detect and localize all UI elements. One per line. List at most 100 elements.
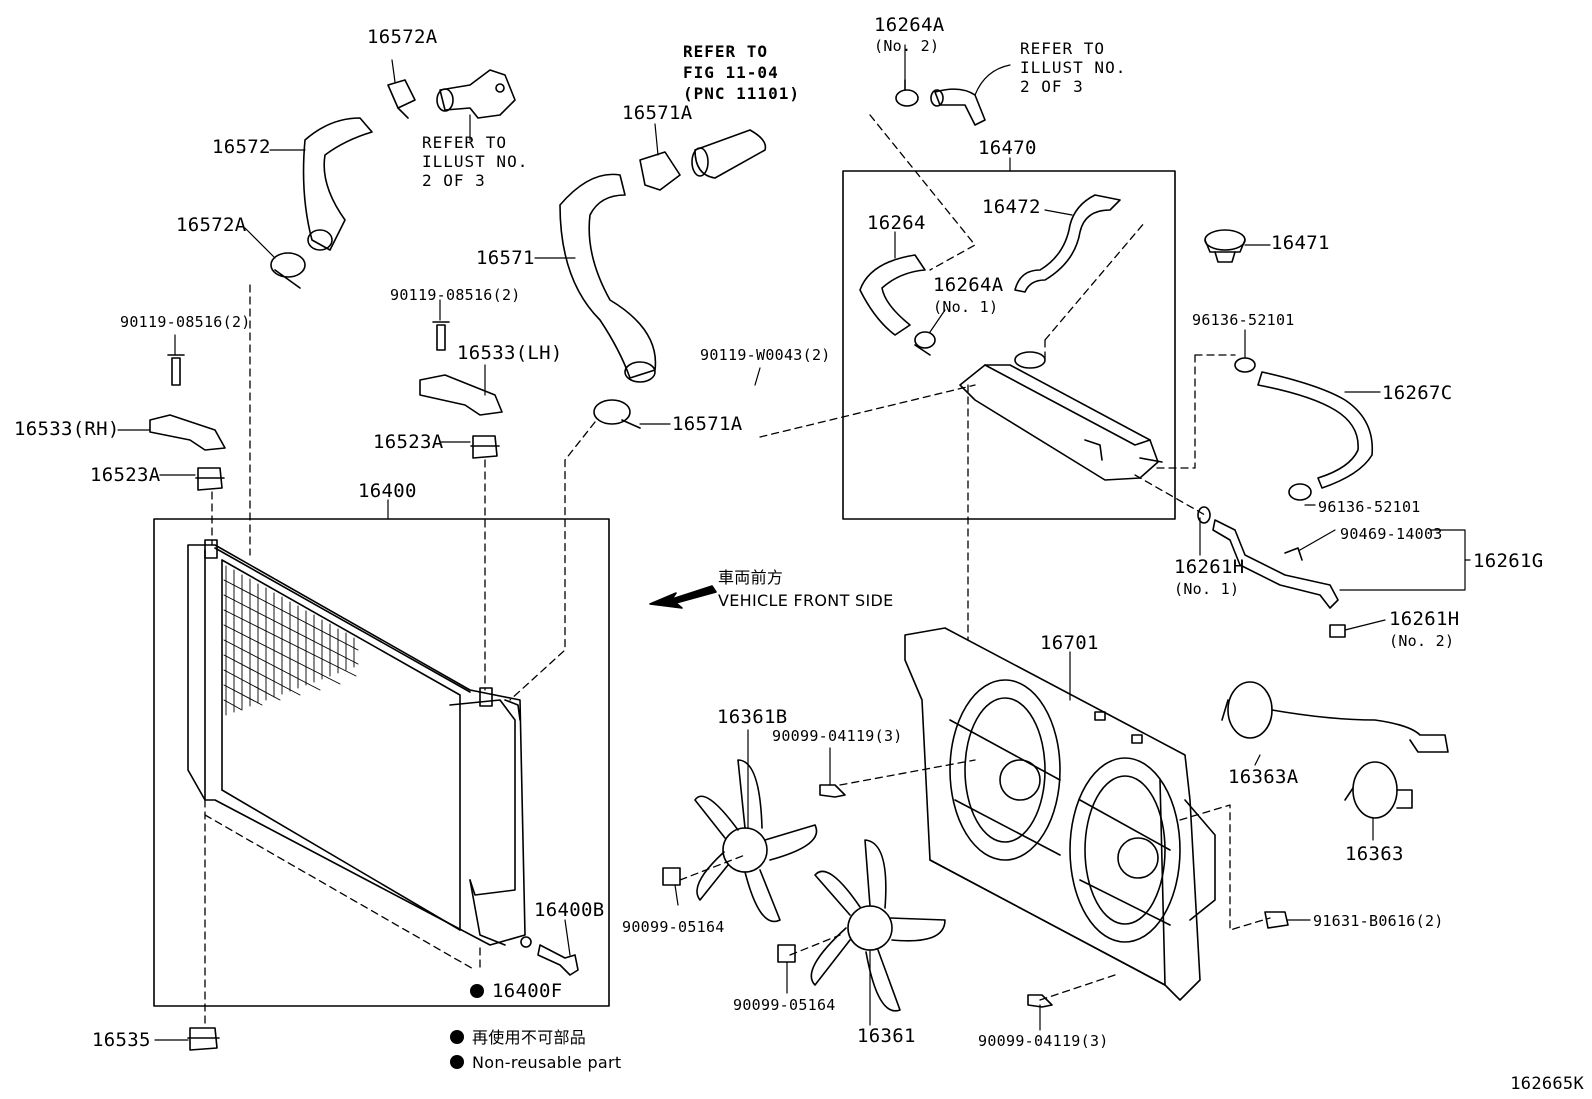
- note-refer-top-line2: ILLUST NO.: [1020, 58, 1127, 77]
- label-16400F-text: 16400F: [492, 980, 563, 1002]
- legend-nonreusable-en: Non-reusable part: [450, 1052, 621, 1074]
- label-16572: 16572: [212, 136, 271, 158]
- note-refer-thermostat-line3: 2 OF 3: [422, 171, 486, 190]
- note-refer-thermostat-line1: REFER TO: [422, 133, 508, 152]
- clamp-16264A-mid: [914, 331, 936, 356]
- clamp-16571A-top: [639, 151, 681, 191]
- note-refer-fig-line2: FIG 11-04: [683, 63, 779, 82]
- label-16571A-top: 16571A: [622, 102, 693, 124]
- fan-16361: [810, 839, 946, 1012]
- motor-16363: [1344, 761, 1413, 819]
- label-16264: 16264: [867, 212, 926, 234]
- legend-nonreusable-jp: 再使用不可部品: [450, 1027, 586, 1049]
- label-16363A: 16363A: [1228, 766, 1299, 788]
- label-16572A-top: 16572A: [367, 26, 438, 48]
- label-90469-14003: 90469-14003: [1340, 525, 1443, 543]
- hose-16472: [1014, 194, 1121, 293]
- hose-16264: [859, 254, 926, 336]
- bolt-90119-lh: [432, 321, 450, 351]
- label-90119-W0043: 90119-W0043(2): [700, 346, 831, 364]
- legend-dot-jp: [450, 1030, 464, 1044]
- label-16361B: 16361B: [717, 706, 788, 728]
- note-vehicle-front-en: VEHICLE FRONT SIDE: [718, 591, 894, 610]
- mount-16535: [187, 1027, 220, 1051]
- radiator-core: [187, 539, 526, 946]
- lower-hose-16571: [559, 173, 657, 383]
- legend-jp-text: 再使用不可部品: [472, 1028, 587, 1047]
- note-refer-top-line1: REFER TO: [1020, 39, 1106, 58]
- radiator-cap-16471: [1204, 229, 1246, 263]
- label-16470: 16470: [978, 137, 1037, 159]
- label-16400F: 16400F: [470, 980, 562, 1002]
- bolt-90099-04119-low: [1027, 994, 1053, 1008]
- clamp-96136-low: [1288, 483, 1312, 501]
- label-16264A-top: 16264A: [874, 14, 945, 36]
- note-vehicle-front-jp: 車両前方: [718, 568, 784, 587]
- label-16261H-no1: 16261H: [1174, 556, 1245, 578]
- label-16523A-lh: 16523A: [373, 431, 444, 453]
- pipe-refer-top: [930, 88, 986, 126]
- note-refer-top-line3: 2 OF 3: [1020, 77, 1084, 96]
- bracket-16533-rh: [149, 414, 226, 451]
- reservoir-group-box: [842, 170, 1176, 520]
- motor-16363A: [1221, 681, 1449, 753]
- fan-shroud-16701: [904, 627, 1216, 1001]
- label-16264A-mid: 16264A: [933, 274, 1004, 296]
- bolt-90119-rh: [167, 354, 185, 386]
- nut-90099-05164-b: [777, 944, 796, 963]
- nonreusable-dot: [470, 984, 484, 998]
- label-16535: 16535: [92, 1029, 151, 1051]
- label-96136-low: 96136-52101: [1318, 498, 1421, 516]
- label-16261H-no2: 16261H: [1389, 608, 1460, 630]
- note-refer-fig-line1: REFER TO: [683, 42, 769, 61]
- clamp-16264A-top: [895, 79, 919, 107]
- label-16572A-low: 16572A: [176, 214, 247, 236]
- label-90119-08516-rh: 90119-08516(2): [120, 313, 251, 331]
- clamp-16572A-top: [387, 79, 416, 119]
- label-90119-08516-lh: 90119-08516(2): [390, 286, 521, 304]
- vehicle-front-arrow: [649, 585, 717, 609]
- label-16363: 16363: [1345, 843, 1404, 865]
- label-90099-04119-low: 90099-04119(3): [978, 1032, 1109, 1050]
- nut-90099-05164-a: [662, 867, 681, 886]
- figure-id: 162665K: [1510, 1074, 1584, 1094]
- label-90099-04119-top: 90099-04119(3): [772, 727, 903, 745]
- reserve-tank: [959, 351, 1163, 481]
- mount-16523A-rh: [195, 467, 225, 491]
- label-16472: 16472: [982, 196, 1041, 218]
- label-91631-B0616: 91631-B0616(2): [1313, 912, 1444, 930]
- note-refer-thermostat-line2: ILLUST NO.: [422, 152, 529, 171]
- pipe-16261G: [1197, 506, 1339, 609]
- pipe-11101: [691, 129, 767, 179]
- bracket-16533-lh: [419, 374, 503, 416]
- label-16264A-top-sub: (No. 2): [874, 37, 940, 55]
- label-16261G: 16261G: [1473, 550, 1544, 572]
- label-16533-lh: 16533(LH): [457, 342, 563, 364]
- legend-en-text: Non-reusable part: [472, 1053, 622, 1072]
- upper-hose-16572: [302, 117, 373, 251]
- clamp-96136-top: [1234, 357, 1256, 373]
- label-16400: 16400: [358, 480, 417, 502]
- thermostat-housing: [436, 69, 516, 119]
- clamp-16571A-low: [593, 399, 641, 429]
- label-16571: 16571: [476, 247, 535, 269]
- label-90099-05164-a: 90099-05164: [622, 918, 725, 936]
- label-16701: 16701: [1040, 632, 1099, 654]
- label-16400B: 16400B: [534, 899, 605, 921]
- label-16533-rh: 16533(RH): [14, 418, 120, 440]
- label-96136-top: 96136-52101: [1192, 311, 1295, 329]
- hose-16267C: [1257, 371, 1374, 489]
- note-refer-fig-line3: (PNC 11101): [683, 84, 800, 103]
- bolt-90099-04119-top: [819, 784, 846, 798]
- drain-plug-16400B: [537, 944, 579, 976]
- label-16523A-rh: 16523A: [90, 464, 161, 486]
- radiator-group-box: [153, 518, 610, 1007]
- label-16264A-mid-sub: (No. 1): [933, 298, 999, 316]
- bolt-91631: [1264, 911, 1289, 929]
- legend-dot-en: [450, 1055, 464, 1069]
- fan-16361B: [694, 759, 818, 923]
- label-16261H-no1-sub: (No. 1): [1174, 580, 1240, 598]
- label-16571A-low: 16571A: [672, 413, 743, 435]
- label-16471: 16471: [1271, 232, 1330, 254]
